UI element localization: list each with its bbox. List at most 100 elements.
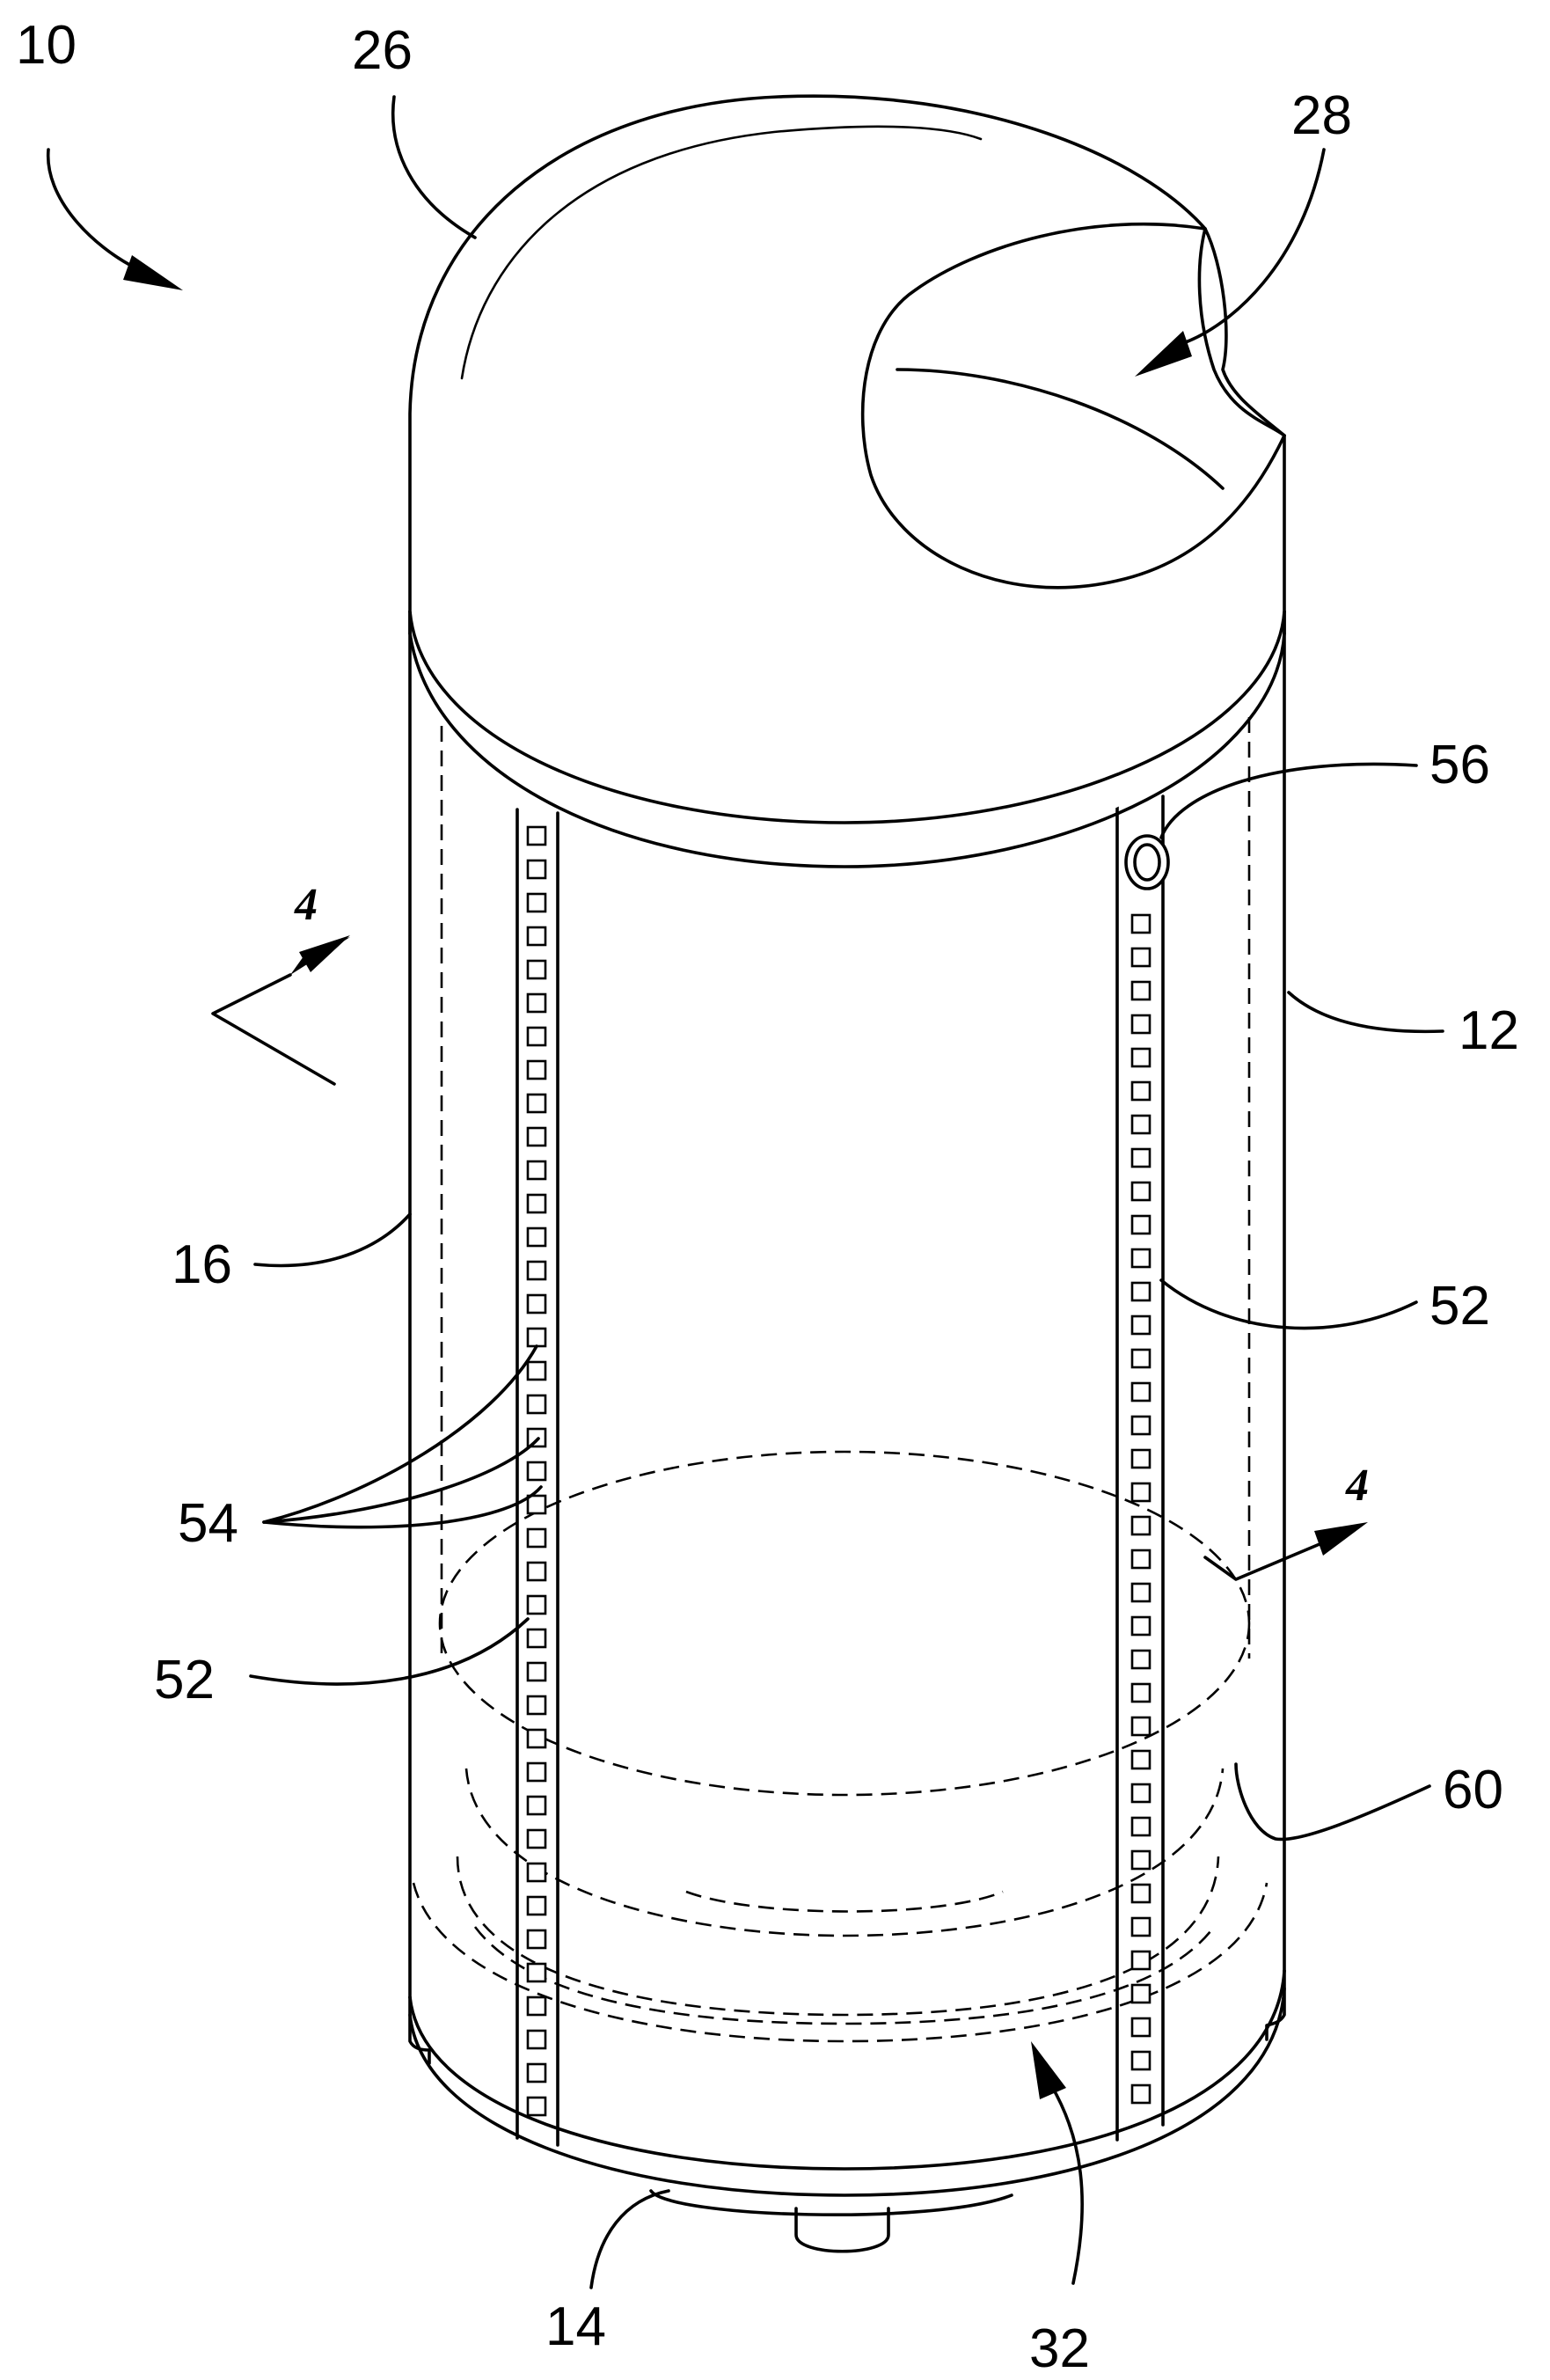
slot xyxy=(1132,1316,1150,1334)
section-arrowhead-bottom xyxy=(1314,1522,1368,1556)
leader-12 xyxy=(1289,992,1443,1031)
slot xyxy=(528,1529,545,1547)
slot xyxy=(1132,1818,1150,1835)
slot xyxy=(528,1897,545,1915)
arrowhead-32 xyxy=(1031,2041,1066,2099)
label-56: 56 xyxy=(1429,735,1490,795)
slot xyxy=(1132,1851,1150,1869)
track-left xyxy=(517,809,558,2145)
slot xyxy=(528,1061,545,1079)
slot xyxy=(528,1629,545,1647)
slot xyxy=(528,1228,545,1246)
leader-52-right xyxy=(1161,1280,1416,1329)
label-10: 10 xyxy=(16,15,77,76)
leader-54-a xyxy=(264,1346,537,1522)
slot xyxy=(528,1429,545,1446)
slot xyxy=(528,1696,545,1714)
slot xyxy=(1132,1283,1150,1300)
slot xyxy=(1132,948,1150,966)
slot xyxy=(528,1462,545,1480)
label-32: 32 xyxy=(1029,2318,1090,2379)
slot xyxy=(528,927,545,945)
slot xyxy=(1132,1249,1150,1267)
label-12: 12 xyxy=(1459,1000,1519,1061)
slot xyxy=(528,1262,545,1279)
slot xyxy=(1132,2052,1150,2069)
slot xyxy=(528,1563,545,1580)
slot xyxy=(1132,1517,1150,1534)
leader-10 xyxy=(48,150,136,268)
slot xyxy=(1132,1717,1150,1735)
slot xyxy=(1132,1015,1150,1033)
receptacle-floor-dashed xyxy=(686,1892,1003,1912)
slot xyxy=(1132,982,1150,1000)
slot xyxy=(528,1329,545,1346)
section-mark-bottom-line xyxy=(1205,1544,1320,1579)
slot xyxy=(528,1830,545,1848)
slot xyxy=(528,1161,545,1179)
leader-60 xyxy=(1236,1764,1429,1839)
slot xyxy=(1132,1751,1150,1769)
slot xyxy=(1132,915,1150,933)
section-label-top: 4 xyxy=(294,880,318,930)
label-28: 28 xyxy=(1291,85,1352,146)
slot xyxy=(1132,1183,1150,1200)
leader-32 xyxy=(1051,2085,1082,2283)
slot xyxy=(1132,1049,1150,1066)
slot xyxy=(1132,1350,1150,1367)
slot xyxy=(528,2031,545,2048)
label-52-right: 52 xyxy=(1429,1276,1490,1336)
slot xyxy=(1132,1216,1150,1234)
slot xyxy=(528,1930,545,1948)
section-label-bottom: 4 xyxy=(1345,1461,1369,1511)
slot xyxy=(1132,1684,1150,1702)
slot xyxy=(528,994,545,1012)
leader-54-c xyxy=(264,1487,541,1527)
track-right xyxy=(1117,796,1163,2140)
slot xyxy=(528,1095,545,1112)
leader-56 xyxy=(1161,764,1416,838)
slot xyxy=(1132,1985,1150,2003)
slot xyxy=(1132,1918,1150,1936)
slot xyxy=(1132,1550,1150,1568)
slot xyxy=(1132,1584,1150,1601)
dome-lid xyxy=(410,96,1284,867)
slot xyxy=(528,1997,545,2015)
section-mark-top-line xyxy=(213,975,334,1084)
slot xyxy=(1132,2018,1150,2036)
receptacle-rim-dashed xyxy=(440,1452,1249,1795)
leader-26 xyxy=(393,97,475,238)
slot xyxy=(1132,1651,1150,1668)
slot xyxy=(528,1596,545,1614)
slot xyxy=(1132,1082,1150,1100)
foot-left xyxy=(410,2015,429,2063)
slot xyxy=(528,1128,545,1146)
slot xyxy=(528,860,545,878)
slot xyxy=(1132,1383,1150,1401)
label-16: 16 xyxy=(172,1234,232,1295)
slot xyxy=(528,1730,545,1747)
fastener xyxy=(1126,836,1168,889)
slot xyxy=(1132,1617,1150,1635)
slot xyxy=(1132,1116,1150,1133)
slot xyxy=(528,1763,545,1781)
track-left-slots xyxy=(528,827,545,2115)
label-54: 54 xyxy=(178,1493,238,1554)
slot xyxy=(528,2098,545,2115)
slot xyxy=(528,1663,545,1681)
leader-16 xyxy=(255,1214,410,1265)
slot xyxy=(528,1864,545,1881)
slot xyxy=(1132,2085,1150,2103)
slot xyxy=(528,1496,545,1513)
slot xyxy=(528,1028,545,1045)
slot xyxy=(528,827,545,845)
slot xyxy=(528,2064,545,2082)
slot xyxy=(528,1362,545,1380)
label-60: 60 xyxy=(1443,1760,1503,1820)
slot xyxy=(1132,1450,1150,1468)
slot xyxy=(1132,1417,1150,1434)
base-inner-ring-2 xyxy=(457,1856,1218,2015)
slot xyxy=(528,1295,545,1313)
label-26: 26 xyxy=(352,20,413,81)
